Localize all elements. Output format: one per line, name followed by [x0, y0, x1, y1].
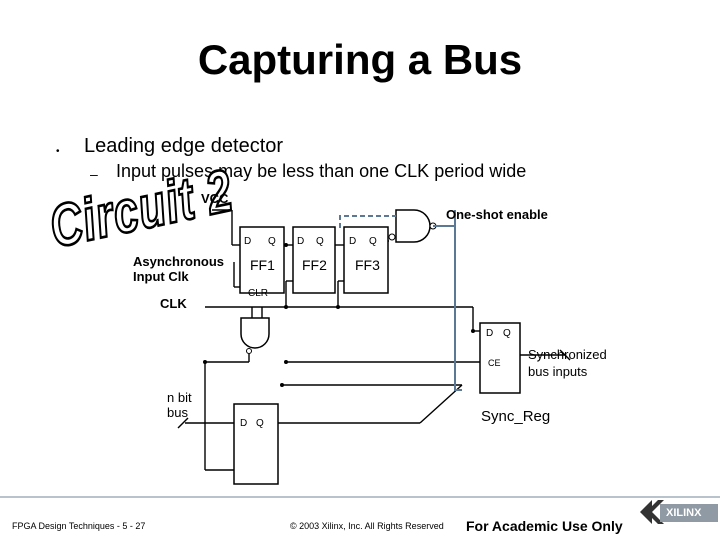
- vcc-label: VCC: [201, 191, 229, 206]
- and-gate-clk-bubble: [246, 348, 252, 354]
- clk-label: CLK: [160, 296, 187, 311]
- xilinx-logo-icon: [640, 500, 718, 524]
- bullet-marker-1: •: [56, 146, 60, 157]
- footer-left: FPGA Design Techniques - 5 - 27: [12, 521, 146, 531]
- ff2-d: D: [297, 236, 305, 247]
- nbit-label-line2: bus: [167, 405, 188, 420]
- and-gate-oneshot: [395, 209, 431, 243]
- async-label-line1: Asynchronous: [133, 254, 225, 269]
- bus-reg-q: Q: [256, 418, 264, 429]
- nbit-label-line1: n bit: [167, 390, 192, 405]
- xilinx-logo-text: XILINX: [666, 507, 702, 519]
- one-shot-enable-label: One-shot enable: [446, 207, 548, 222]
- bullet-marker-2: –: [90, 166, 98, 182]
- ff1-d: D: [244, 236, 252, 247]
- ff2-box: [292, 226, 336, 294]
- and-gate-clk: [240, 317, 270, 349]
- async-label-line2: Input Clk: [133, 269, 189, 284]
- page-title: Capturing a Bus: [197, 36, 523, 83]
- oneshot-feedback-wire: [339, 215, 396, 228]
- ff1-box: [239, 226, 285, 294]
- ff3-name: FF3: [355, 257, 380, 273]
- ff3-d: D: [349, 236, 357, 247]
- sync-reg-q: Q: [503, 328, 511, 339]
- sync-reg-box: [479, 322, 521, 394]
- ff3-box: [343, 226, 389, 294]
- and-gate-oneshot-input-bubble: [388, 233, 396, 241]
- ff1-q: Q: [268, 236, 276, 247]
- sync-reg-label: Sync_Reg: [481, 408, 551, 425]
- ff1-name: FF1: [250, 257, 275, 273]
- junction-dots: [203, 243, 475, 387]
- bus-reg-box: [233, 403, 279, 485]
- footer-bar: [0, 496, 720, 498]
- ff2-name: FF2: [302, 257, 327, 273]
- bullet-text-2: Input pulses may be less than one CLK pe…: [116, 161, 527, 181]
- sync-output-label-line2: bus inputs: [528, 364, 588, 379]
- footer-copyright: © 2003 Xilinx, Inc. All Rights Reserved: [290, 521, 444, 531]
- oneshot-enable-wire: [433, 225, 462, 391]
- bullet-text-1: Leading edge detector: [84, 135, 284, 157]
- footer-academic: For Academic Use Only: [466, 518, 623, 534]
- ce-label: CE: [488, 358, 501, 368]
- sync-output-label-line1: Synchronized: [528, 347, 607, 362]
- ff3-q: Q: [369, 236, 377, 247]
- sync-reg-d: D: [486, 328, 494, 339]
- wires: [177, 209, 571, 471]
- clr-label: CLR: [248, 288, 269, 299]
- bus-reg-d: D: [240, 418, 248, 429]
- ff2-q: Q: [316, 236, 324, 247]
